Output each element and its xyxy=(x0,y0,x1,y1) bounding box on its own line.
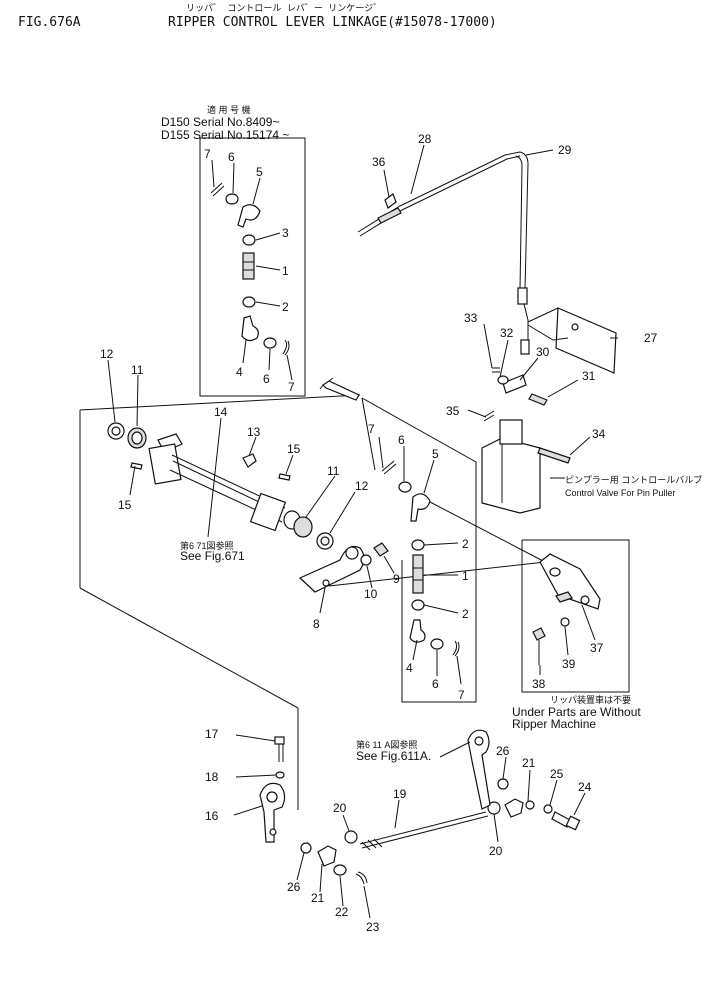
label-7: 7 xyxy=(204,147,211,161)
shaft-assembly-frame xyxy=(79,394,361,810)
label-26b: 26 xyxy=(496,744,510,758)
label-11: 11 xyxy=(131,363,144,377)
ref-fig611-en: See Fig.611A. xyxy=(356,749,431,763)
label-8: 8 xyxy=(313,617,320,631)
label-14: 14 xyxy=(214,405,228,419)
label-24: 24 xyxy=(578,780,592,794)
label-31: 31 xyxy=(582,369,596,383)
label-19: 19 xyxy=(393,787,407,801)
label-2c: 2 xyxy=(462,537,469,551)
label-10: 10 xyxy=(364,587,378,601)
label-32: 32 xyxy=(500,326,514,340)
direction-arrow xyxy=(319,377,360,401)
label-28: 28 xyxy=(418,132,432,146)
center-rod-detail: 7 6 5 2 1 2 4 6 7 xyxy=(361,397,546,703)
label-23: 23 xyxy=(366,920,380,934)
label-2: 2 xyxy=(282,300,289,314)
fig-id: FIG.676A xyxy=(18,15,81,30)
label-37: 37 xyxy=(590,641,604,655)
right-detail-box: 37 39 38 リッパ装置車は不要 Under Parts are Witho… xyxy=(512,539,641,731)
label-9: 9 xyxy=(393,572,400,586)
label-20b: 20 xyxy=(489,844,503,858)
label-18: 18 xyxy=(205,770,219,784)
label-26: 26 xyxy=(287,880,301,894)
label-1c: 1 xyxy=(462,569,469,583)
control-valve-en: Control Valve For Pin Puller xyxy=(565,488,675,498)
title-en: RIPPER CONTROL LEVER LINKAGE(#15078-1700… xyxy=(168,15,497,30)
label-4: 4 xyxy=(236,365,243,379)
label-22: 22 xyxy=(335,905,349,919)
label-7c: 7 xyxy=(368,422,375,436)
under-parts-line2: Ripper Machine xyxy=(512,717,596,731)
label-29: 29 xyxy=(558,143,572,157)
label-5c: 5 xyxy=(432,447,439,461)
under-parts-jp: リッパ装置車は不要 xyxy=(550,694,631,705)
label-20: 20 xyxy=(333,801,347,815)
label-16: 16 xyxy=(205,809,219,823)
label-6: 6 xyxy=(228,150,235,164)
label-25: 25 xyxy=(550,767,564,781)
under-parts-line1: Under Parts are Without xyxy=(512,705,641,719)
label-17: 17 xyxy=(205,727,219,741)
label-2d: 2 xyxy=(462,607,469,621)
label-34: 34 xyxy=(592,427,606,441)
label-39: 39 xyxy=(562,657,576,671)
label-12: 12 xyxy=(100,347,114,361)
cable-and-valve: 28 36 29 27 33 32 30 31 35 34 ピンプラー用 コント… xyxy=(357,132,702,514)
label-6d: 6 xyxy=(432,677,439,691)
label-6b: 6 xyxy=(263,372,270,386)
label-15: 15 xyxy=(287,442,301,456)
label-27: 27 xyxy=(644,331,658,345)
label-5: 5 xyxy=(256,165,263,179)
label-21: 21 xyxy=(311,891,325,905)
label-3: 3 xyxy=(282,226,289,240)
label-15b: 15 xyxy=(118,498,132,512)
ref-fig671-jp: 第6 71図参照 xyxy=(180,540,234,551)
label-33: 33 xyxy=(464,311,478,325)
shaft: 12 11 14 13 15 15 11 12 第6 71図参照 See Fig… xyxy=(100,347,369,563)
label-12b: 12 xyxy=(355,479,369,493)
label-11b: 11 xyxy=(327,464,340,478)
label-1: 1 xyxy=(282,264,289,278)
label-7b: 7 xyxy=(288,380,295,394)
label-30: 30 xyxy=(536,345,550,359)
label-4c: 4 xyxy=(406,661,413,675)
label-13: 13 xyxy=(247,425,261,439)
serial-row-2: D155 Serial No.15174 ~ xyxy=(161,128,289,142)
label-35: 35 xyxy=(446,404,460,418)
control-valve-jp: ピンプラー用 コントロールバルブ xyxy=(565,474,702,485)
label-7d: 7 xyxy=(458,688,465,702)
lever-group: 8 10 9 xyxy=(298,542,546,631)
label-6c: 6 xyxy=(398,433,405,447)
ref-fig611-jp: 第6 11 A図参照 xyxy=(356,739,417,750)
label-36: 36 xyxy=(372,155,386,169)
serial-detail-box: 適 用 号 機 D150 Serial No.8409~ D155 Serial… xyxy=(161,104,306,397)
label-38: 38 xyxy=(532,677,546,691)
serial-row-1: D150 Serial No.8409~ xyxy=(161,115,279,129)
title-jp: リッパ゛ コントロール レバ゛ー リンケージ゛ xyxy=(186,3,382,14)
serial-heading: 適 用 号 機 xyxy=(207,104,251,115)
ref-fig671-en: See Fig.671 xyxy=(180,549,245,563)
lower-linkage: 17 18 16 26 21 22 23 20 19 20 26 21 25 2… xyxy=(205,727,592,934)
label-21b: 21 xyxy=(522,756,536,770)
